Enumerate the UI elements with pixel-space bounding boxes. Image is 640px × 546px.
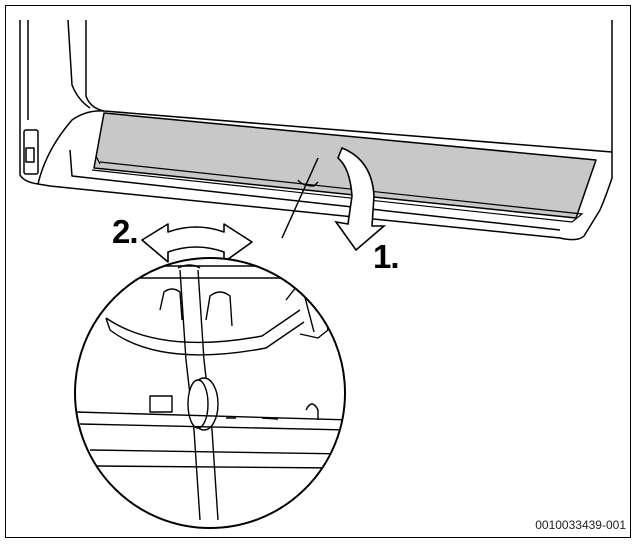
step-2-label: 2. <box>112 213 139 250</box>
appliance-housing <box>19 19 613 241</box>
callout-line <box>281 157 319 239</box>
arrow-step-2 <box>141 223 253 263</box>
figure-frame <box>5 5 631 538</box>
zoom-detail <box>74 257 346 529</box>
arrow-step-1 <box>334 146 387 252</box>
figure-id: 0010033439-001 <box>535 518 626 532</box>
step-1-label: 1. <box>373 238 400 275</box>
